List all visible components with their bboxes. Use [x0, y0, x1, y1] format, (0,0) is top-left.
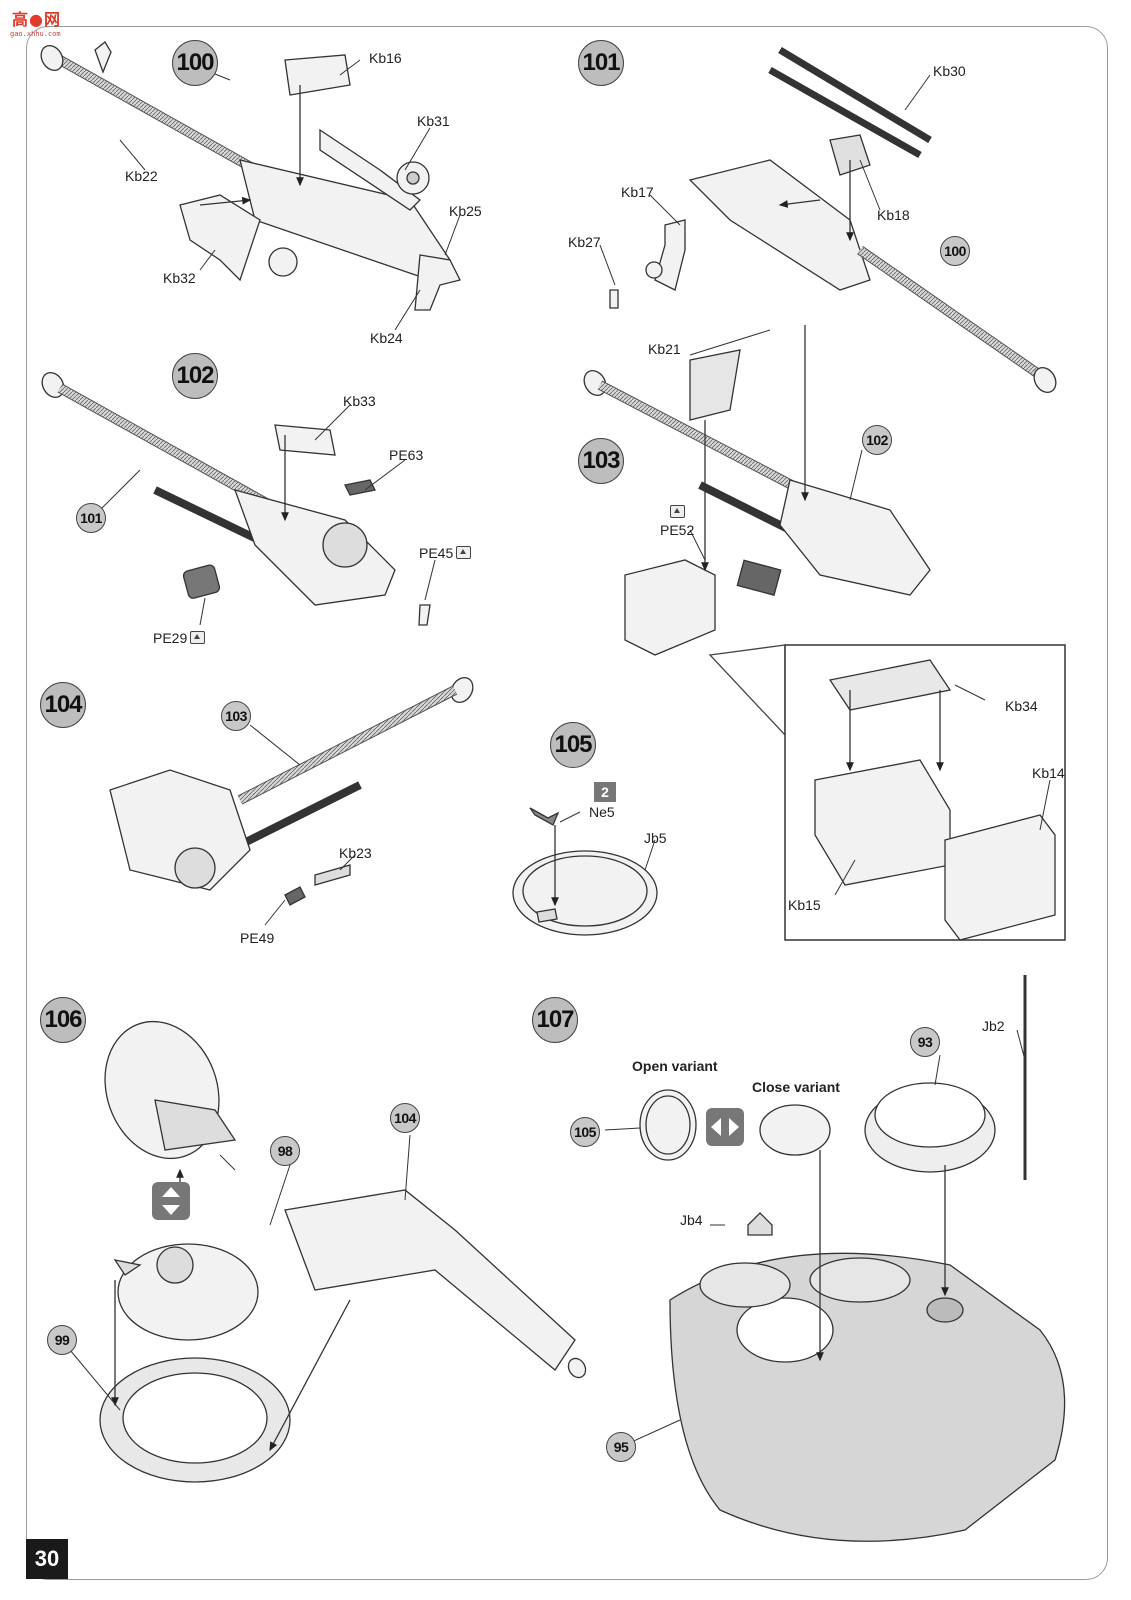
part-label-kb16: Kb16: [369, 50, 402, 66]
page-frame: [26, 26, 1108, 1580]
page-number: 30: [26, 1539, 68, 1579]
quantity-tag: 2: [594, 782, 616, 802]
part-label-kb30: Kb30: [933, 63, 966, 79]
photo-etch-icon: [670, 505, 685, 518]
ref-95-badge: 95: [606, 1432, 636, 1462]
part-label-pe45: PE45: [419, 545, 472, 561]
ref-98-badge: 98: [270, 1136, 300, 1166]
swap-vertical-icon: [152, 1182, 190, 1220]
part-label-kb17: Kb17: [621, 184, 654, 200]
step-105-badge: 105: [550, 722, 596, 768]
part-label-pe29: PE29: [153, 630, 206, 646]
swap-horizontal-icon: [706, 1108, 744, 1146]
part-label-kb34: Kb34: [1005, 698, 1038, 714]
part-label-jb2: Jb2: [982, 1018, 1005, 1034]
step-102-badge: 102: [172, 353, 218, 399]
step-107-badge: 107: [532, 997, 578, 1043]
step-106-drawing: [99, 1020, 587, 1483]
part-label-kb24: Kb24: [370, 330, 403, 346]
step-101-badge: 101: [578, 40, 624, 86]
watermark-logo: 高●网 gao.xhhu.com: [10, 10, 61, 38]
part-label-pe49: PE49: [240, 930, 275, 946]
part-label-kb15: Kb15: [788, 897, 821, 913]
part-label-pe63: PE63: [389, 447, 424, 463]
part-label-kb22: Kb22: [125, 168, 158, 184]
ref-99-badge: 99: [47, 1325, 77, 1355]
close-variant-label: Close variant: [752, 1079, 840, 1095]
ref-105-badge: 105: [570, 1117, 600, 1147]
ref-93-badge: 93: [910, 1027, 940, 1057]
ref-103-badge: 103: [221, 701, 251, 731]
part-label-ne5: Ne5: [589, 804, 615, 820]
step-106-badge: 106: [40, 997, 86, 1043]
step-101-drawing: [609, 46, 1057, 393]
part-label-kb18: Kb18: [877, 207, 910, 223]
step-100-badge: 100: [172, 40, 218, 86]
leader-lines: [69, 59, 1051, 1446]
open-variant-label: Open variant: [632, 1058, 718, 1074]
step-103-drawing: [583, 325, 1066, 941]
step-100-drawing: [40, 41, 461, 311]
step-103-badge: 103: [578, 438, 624, 484]
step-102-drawing: [41, 372, 431, 626]
ref-100-badge: 100: [940, 236, 970, 266]
part-label-kb25: Kb25: [449, 203, 482, 219]
part-label-kb31: Kb31: [417, 113, 450, 129]
step-104-badge: 104: [40, 682, 86, 728]
ref-101-badge: 101: [76, 503, 106, 533]
part-label-jb4: Jb4: [680, 1212, 703, 1228]
part-label-kb32: Kb32: [163, 270, 196, 286]
photo-etch-icon: [190, 631, 206, 644]
photo-etch-icon: [456, 546, 472, 559]
part-label-kb33: Kb33: [343, 393, 376, 409]
part-label-jb5: Jb5: [644, 830, 667, 846]
step-107-drawing: [639, 975, 1066, 1542]
part-label-pe52: PE52: [660, 522, 695, 538]
part-label-kb14: Kb14: [1032, 765, 1065, 781]
ref-104-badge: 104: [390, 1103, 420, 1133]
part-label-kb21: Kb21: [648, 341, 681, 357]
ref-102-badge: 102: [862, 425, 892, 455]
part-label-kb23: Kb23: [339, 845, 372, 861]
part-label-kb27: Kb27: [568, 234, 601, 250]
step-105-drawing: [512, 807, 658, 936]
step-104-drawing: [109, 677, 474, 906]
